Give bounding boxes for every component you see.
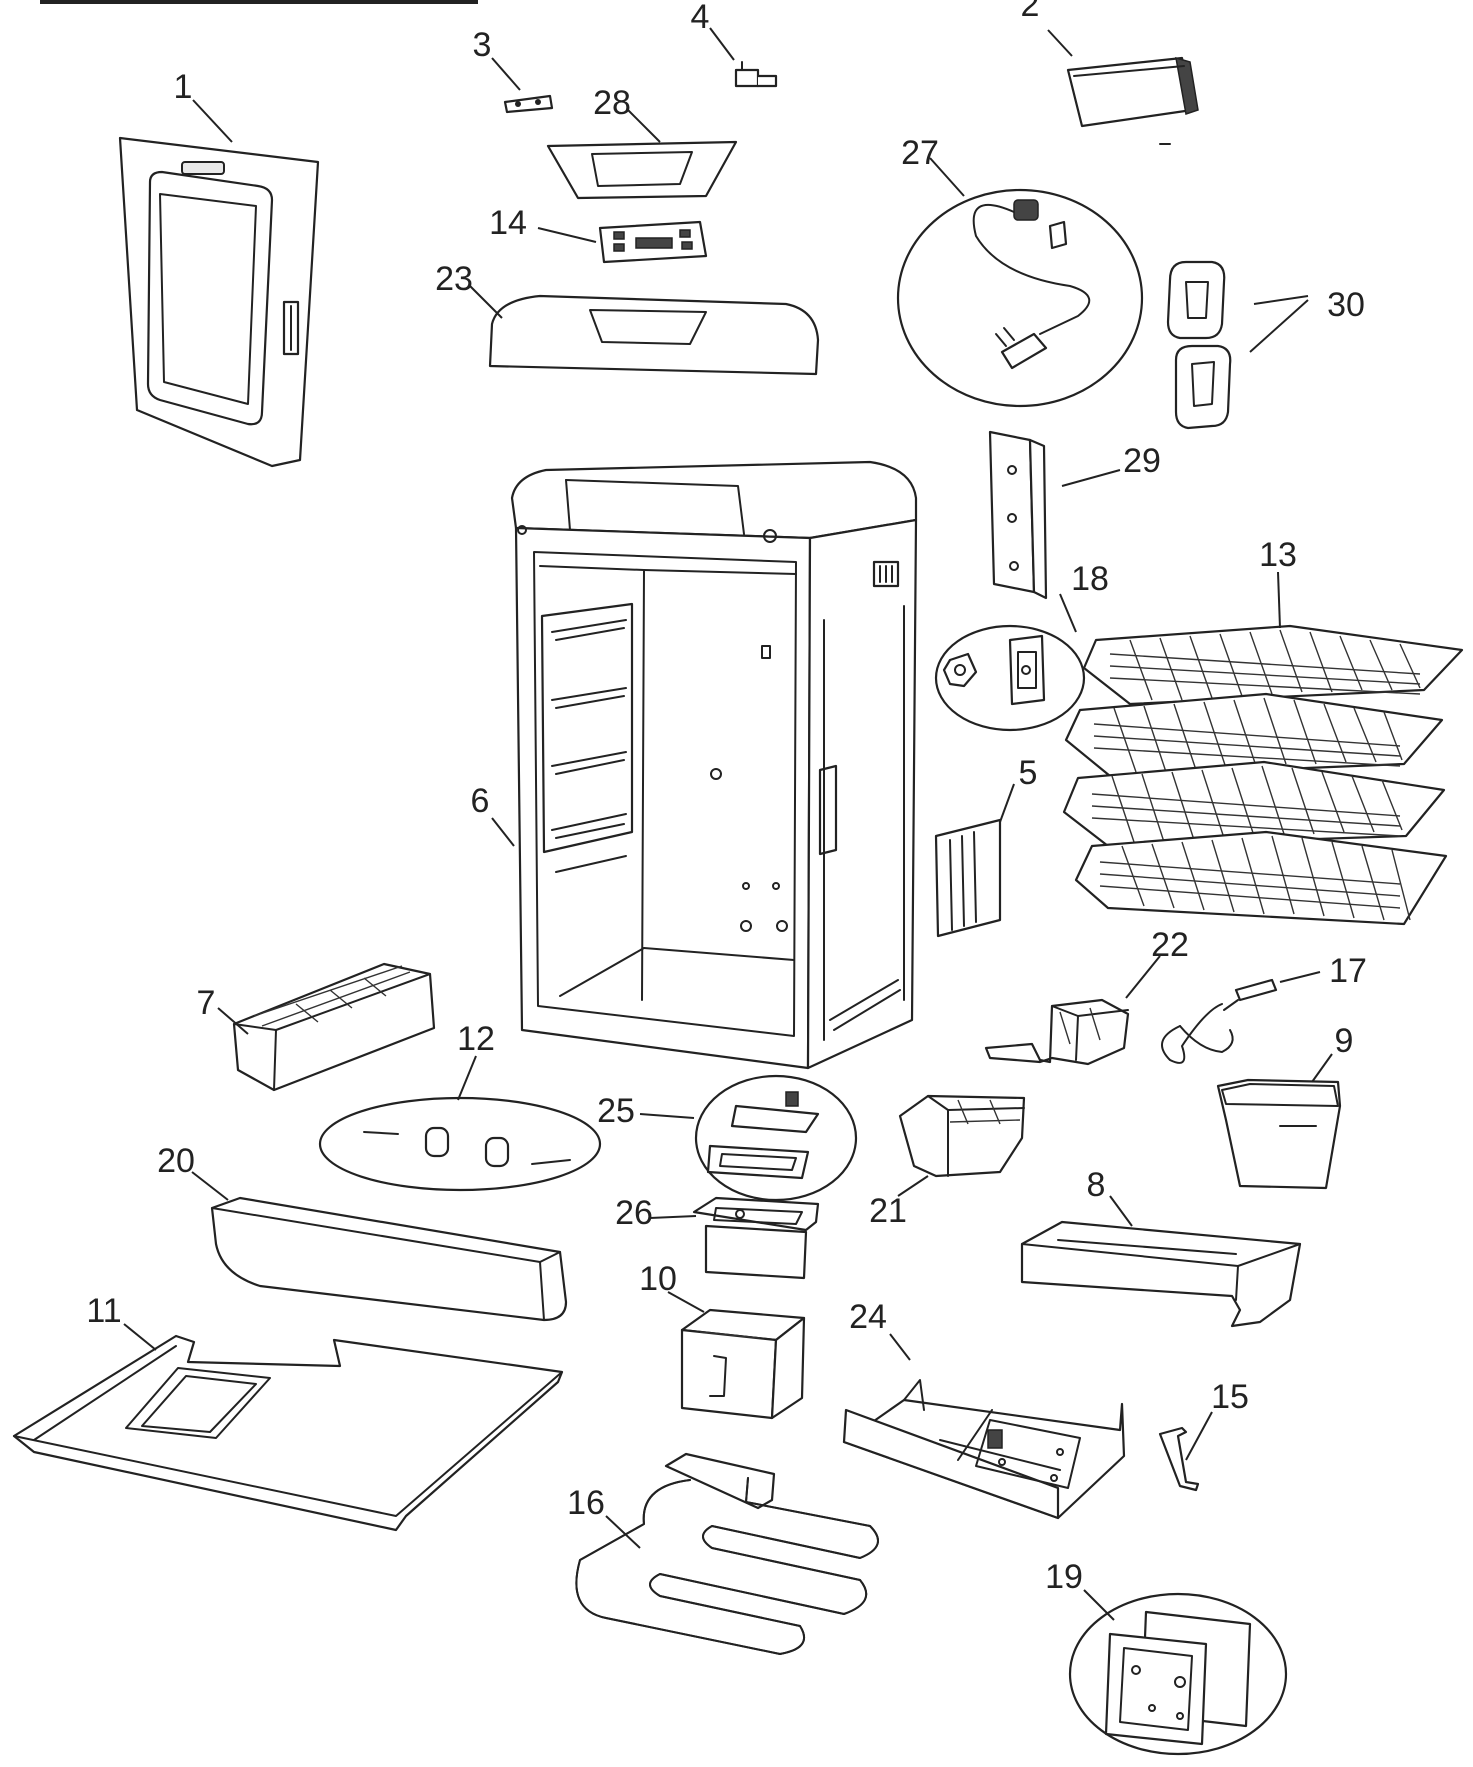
part-22-holder bbox=[984, 998, 1130, 1066]
label-21: 21 bbox=[869, 1192, 907, 1230]
label-4: 4 bbox=[691, 0, 710, 36]
part-9-water-pan bbox=[1216, 1078, 1342, 1190]
part-14-control-panel bbox=[598, 220, 708, 264]
label-29: 29 bbox=[1123, 442, 1161, 480]
label-26: 26 bbox=[615, 1194, 653, 1232]
label-8: 8 bbox=[1087, 1166, 1106, 1204]
part-24-base-bracket bbox=[842, 1379, 1126, 1520]
part-16-heating-element bbox=[575, 1452, 879, 1655]
part-26-bracket-box bbox=[692, 1196, 820, 1280]
label-19: 19 bbox=[1045, 1558, 1083, 1596]
label-10: 10 bbox=[639, 1260, 677, 1298]
label-1: 1 bbox=[174, 68, 193, 106]
rack-3 bbox=[1062, 760, 1446, 848]
label-24: 24 bbox=[849, 1298, 887, 1336]
part-21-chip-box bbox=[898, 1094, 1026, 1178]
part-23-top-cover bbox=[488, 294, 820, 376]
part-28-housing bbox=[546, 140, 738, 200]
label-17: 17 bbox=[1329, 952, 1367, 990]
rack-2 bbox=[1064, 692, 1444, 778]
label-20: 20 bbox=[157, 1142, 195, 1180]
part-11-bottom-tray bbox=[12, 1334, 564, 1532]
part-1-door bbox=[118, 136, 320, 468]
label-7: 7 bbox=[197, 984, 216, 1022]
label-12: 12 bbox=[457, 1020, 495, 1058]
label-6: 6 bbox=[471, 782, 490, 820]
label-15: 15 bbox=[1211, 1378, 1249, 1416]
label-2: 2 bbox=[1021, 0, 1040, 24]
label-13: 13 bbox=[1259, 536, 1297, 574]
part-7-wood-chip-box bbox=[232, 962, 436, 1092]
label-27: 27 bbox=[901, 134, 939, 172]
part-17-meat-probe bbox=[1161, 978, 1278, 1064]
part-30-handle-brackets bbox=[1166, 260, 1232, 430]
part-27-power-cord bbox=[896, 188, 1144, 408]
part-19-heater-mount bbox=[1068, 1592, 1288, 1756]
rack-4 bbox=[1074, 830, 1448, 926]
part-3-clip bbox=[503, 94, 554, 114]
part-10-heating-box bbox=[680, 1308, 806, 1420]
label-25: 25 bbox=[597, 1092, 635, 1130]
part-6-cabinet bbox=[510, 460, 918, 1070]
part-18-latch bbox=[934, 624, 1086, 732]
part-13-cooking-racks bbox=[1062, 624, 1464, 926]
rack-1 bbox=[1082, 624, 1464, 706]
label-14: 14 bbox=[489, 204, 527, 242]
part-4-switch bbox=[734, 61, 778, 88]
part-12-hardware bbox=[318, 1096, 602, 1192]
part-15-small-bracket bbox=[1158, 1426, 1200, 1492]
part-25-circuit-board bbox=[694, 1074, 858, 1202]
label-16: 16 bbox=[567, 1484, 605, 1522]
part-2-plate bbox=[1066, 56, 1199, 145]
label-3: 3 bbox=[473, 26, 492, 64]
part-5-side-handle bbox=[934, 818, 1002, 938]
part-20-drip-tray bbox=[210, 1196, 568, 1322]
part-29-hinge-bar bbox=[988, 430, 1048, 600]
label-30: 30 bbox=[1327, 286, 1365, 324]
label-5: 5 bbox=[1019, 754, 1038, 792]
label-22: 22 bbox=[1151, 926, 1189, 964]
part-8-drip-drawer bbox=[1020, 1220, 1302, 1328]
label-11: 11 bbox=[86, 1292, 121, 1330]
label-18: 18 bbox=[1071, 560, 1109, 598]
label-28: 28 bbox=[593, 84, 631, 122]
label-23: 23 bbox=[435, 260, 473, 298]
label-9: 9 bbox=[1335, 1022, 1354, 1060]
